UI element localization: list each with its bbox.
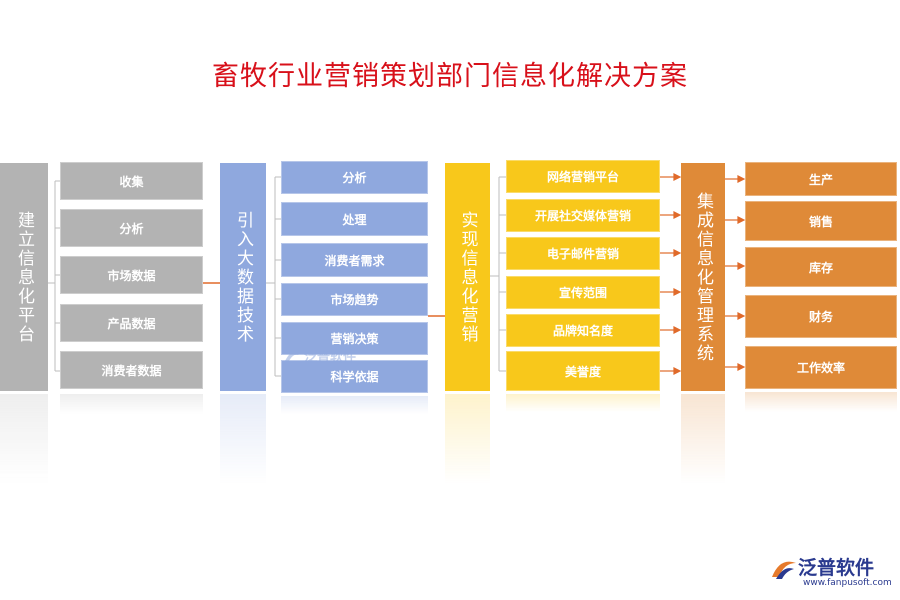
column-1-items-reflection bbox=[60, 394, 203, 414]
column-2-item: 分析 bbox=[281, 161, 428, 194]
column-4-reflection bbox=[681, 394, 725, 484]
column-2-item: 处理 bbox=[281, 202, 428, 236]
column-1-reflection bbox=[0, 394, 48, 484]
column-3-label: 实现信息化营销 bbox=[445, 163, 490, 391]
column-2-item: 营销决策 bbox=[281, 322, 428, 355]
watermark: 泛普软件 bbox=[283, 346, 356, 365]
column-1-item: 市场数据 bbox=[60, 256, 203, 294]
column-3-item: 开展社交媒体营销 bbox=[506, 199, 660, 232]
column-3-items-reflection bbox=[506, 394, 660, 412]
page-title: 畜牧行业营销策划部门信息化解决方案 bbox=[212, 61, 688, 92]
column-4-items-reflection bbox=[745, 392, 897, 412]
column-1-label: 建立信息化平台 bbox=[0, 163, 48, 391]
column-2-item: 科学依据 bbox=[281, 360, 428, 393]
column-4-label: 集成信息化管理系统 bbox=[681, 163, 725, 391]
column-4-item: 工作效率 bbox=[745, 346, 897, 389]
column-4-item: 销售 bbox=[745, 201, 897, 241]
column-3-item: 美誉度 bbox=[506, 351, 660, 391]
column-2-items-reflection bbox=[281, 396, 428, 414]
column-4-item: 生产 bbox=[745, 162, 897, 196]
brand-logo-icon bbox=[772, 561, 796, 579]
column-1-item: 分析 bbox=[60, 209, 203, 247]
column-3-item: 宣传范围 bbox=[506, 276, 660, 309]
column-2-item: 消费者需求 bbox=[281, 243, 428, 277]
column-2-item: 市场趋势 bbox=[281, 283, 428, 316]
watermark-text: 泛普软件 bbox=[304, 350, 357, 365]
watermark-logo-icon bbox=[285, 351, 299, 361]
column-4-item: 财务 bbox=[745, 295, 897, 338]
brand-name: 泛普软件 bbox=[798, 557, 875, 579]
column-1-item: 收集 bbox=[60, 162, 203, 200]
brand-url: www.fanpusoft.com bbox=[803, 578, 892, 588]
column-3-item: 电子邮件营销 bbox=[506, 237, 660, 270]
brand-logo: 泛普软件 www.fanpusoft.com bbox=[770, 553, 895, 595]
column-3-reflection bbox=[445, 394, 490, 484]
column-2-label: 引入大数据技术 bbox=[220, 163, 266, 391]
column-3-item: 网络营销平台 bbox=[506, 160, 660, 193]
column-4-item: 库存 bbox=[745, 247, 897, 287]
column-1-item: 产品数据 bbox=[60, 304, 203, 342]
column-2-reflection bbox=[220, 394, 266, 484]
column-3-item: 品牌知名度 bbox=[506, 314, 660, 347]
column-1-item: 消费者数据 bbox=[60, 351, 203, 389]
